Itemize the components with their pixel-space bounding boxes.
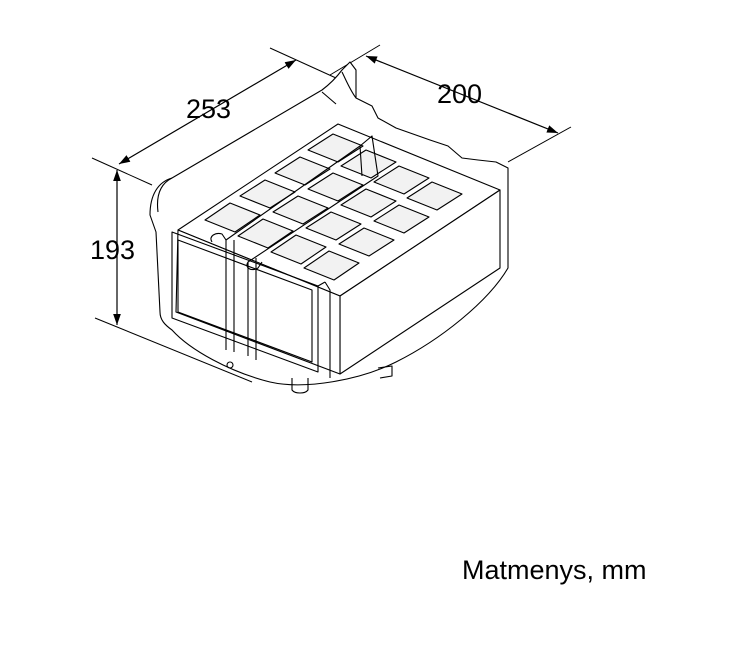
extension-line [507,126,572,163]
dimension-width: 253 [91,47,337,186]
front-frame [171,231,319,373]
extension-line [94,317,253,383]
filter-unit-illustration [149,61,509,394]
frame-inner-line [317,281,331,378]
extension-line [329,44,381,76]
bottom-tab [377,365,393,379]
dimension-label-width: 253 [186,94,231,124]
unit-caption: Matmenys, mm [462,555,647,585]
dimension-line [118,59,297,165]
extension-line [269,47,337,79]
dimension-label-height: 193 [90,235,135,265]
housing-rim [156,71,357,213]
bottom-screw [291,378,309,394]
extension-line [91,157,153,186]
wire-handle [210,135,379,360]
dimension-height: 193 [90,170,253,383]
dimension-depth: 200 [329,44,572,163]
small-screw [226,361,234,369]
filter-grid [204,133,463,281]
dimension-line [365,55,559,134]
dimension-label-depth: 200 [437,79,482,109]
